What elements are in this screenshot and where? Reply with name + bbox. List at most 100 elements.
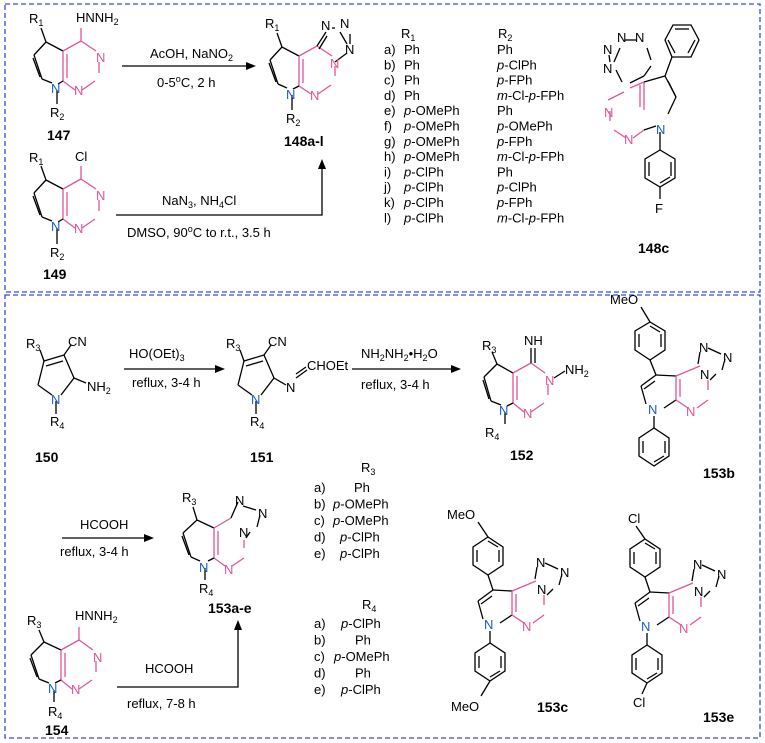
- r4-label-153: R4: [199, 581, 213, 598]
- table-cell-r1: p-OMePh: [403, 149, 460, 164]
- n-atom: N: [499, 403, 508, 418]
- compound-label-147: 147: [47, 127, 71, 143]
- compound-label-153c: 153c: [537, 699, 568, 715]
- compound-label-148c: 148c: [638, 240, 669, 256]
- arrow-149-to-148: [116, 159, 326, 216]
- cn-label-151: CN: [268, 334, 287, 349]
- cl-label-153e-top: Cl: [628, 511, 640, 526]
- table-cell-r2: Ph: [497, 164, 513, 179]
- n-atom: N: [603, 42, 612, 57]
- compound-153-structure: R3 N N N N N R4: [181, 490, 267, 598]
- arrow-154-to-153: [117, 620, 242, 688]
- n-atom: N: [484, 617, 493, 632]
- cl-label-153e-bottom: Cl: [633, 695, 645, 710]
- r3-label-154: R3: [27, 613, 41, 630]
- compound-label-153e: 153e: [703, 709, 734, 725]
- substituent-hnnh2-154: HNNH2: [75, 608, 118, 625]
- table-cell-r2: m-Cl-p-FPh: [497, 210, 564, 225]
- n-atom: N: [603, 61, 612, 76]
- compound-label-153b: 153b: [703, 465, 735, 481]
- table-row-letter: a): [314, 480, 326, 495]
- substituent-hnnh2-147: HNNH2: [76, 10, 119, 27]
- table-cell-r1: Ph: [404, 73, 420, 88]
- table-cell-r1: p-OMePh: [403, 103, 460, 118]
- condition-147-line1: AcOH, NaNO2: [150, 46, 233, 63]
- n-atom: N: [536, 555, 545, 570]
- compound-label-154: 154: [45, 722, 69, 738]
- compound-148-structure: R1 N N N N N N R2: [265, 16, 354, 128]
- cn-label-150: CN: [68, 334, 87, 349]
- compound-149-structure: R1 Cl N N N R2: [29, 149, 105, 262]
- table-cell-r1: p-ClPh: [403, 195, 444, 210]
- n-atom: N: [522, 619, 531, 634]
- table-cell-r3: Ph: [354, 480, 370, 495]
- table-cell-r2: Ph: [497, 42, 513, 57]
- r3-label-150: R3: [26, 336, 40, 353]
- table-header-r2: R2: [498, 26, 512, 43]
- table-cell-r4: p-OMePh: [333, 649, 390, 664]
- table-cell-r2: m-Cl-p-FPh: [497, 149, 564, 164]
- compound-150-structure: R3 CN NH2 N R4: [26, 334, 111, 431]
- table-row-letter: a): [314, 616, 326, 631]
- n-atom: N: [48, 681, 57, 696]
- bottom-panel-frame: [4, 294, 761, 739]
- table-row-letter: d): [314, 666, 326, 681]
- compound-153c-structure: MeO N N N N N MeO: [447, 507, 569, 714]
- compound-148c-structure: N N N N N N N F: [603, 24, 700, 216]
- condition-150-line1: HO(OEt)3: [129, 346, 185, 363]
- n-atom: N: [93, 650, 102, 665]
- table-row-letter: c): [314, 649, 325, 664]
- arrow-151-to-152: [352, 365, 461, 373]
- n-atom: N: [286, 87, 295, 102]
- condition-147-line2: 0-5oC, 2 h: [157, 74, 216, 90]
- compound-label-151: 151: [250, 449, 274, 465]
- r4-label-152: R4: [485, 425, 499, 442]
- table-cell-r1: p-ClPh: [403, 180, 444, 195]
- table-cell-r2: Ph: [497, 103, 513, 118]
- condition-151-line1: NH2NH2•H2O: [361, 346, 438, 363]
- table-cell-r2: p-FPh: [496, 73, 532, 88]
- condition-154-line1: HCOOH: [145, 661, 193, 676]
- condition-151-line2: reflux, 3-4 h: [361, 377, 430, 392]
- top-panel-frame: [4, 3, 761, 293]
- table-header-r3: R3: [361, 460, 375, 477]
- r4-label-150: R4: [50, 414, 64, 431]
- n-atom: N: [560, 565, 569, 580]
- table-cell-r2: p-ClPh: [496, 180, 537, 195]
- compound-153e-structure: Cl N N N N N Cl: [628, 511, 726, 710]
- substituent-f-148c: F: [655, 201, 663, 216]
- arrow-150-to-151: [124, 365, 225, 373]
- n-atom: N: [74, 221, 83, 236]
- r2-label-148: R2: [286, 111, 300, 128]
- condition-149-line1: NaN3, NH4Cl: [162, 193, 236, 210]
- substituent-cl-149: Cl: [75, 149, 87, 164]
- n-atom: N: [239, 525, 248, 540]
- table-row-letter: c): [384, 73, 395, 88]
- condition-154-line2: reflux, 7-8 h: [127, 696, 196, 711]
- n-atom: N: [51, 81, 60, 96]
- table-cell-r3: p-ClPh: [339, 546, 380, 561]
- n-atom: N: [251, 392, 260, 407]
- n-atom: N: [523, 406, 532, 421]
- table-cell-r4: Ph: [355, 666, 371, 681]
- table-row-letter: e): [314, 682, 326, 697]
- n-atom: N: [537, 582, 546, 597]
- nh2-label-152: NH2: [565, 362, 589, 379]
- table-cell-r2: p-FPh: [496, 134, 532, 149]
- n-atom: N: [679, 621, 688, 636]
- r4-label-154: R4: [48, 704, 62, 721]
- r3-label-153: R3: [182, 490, 196, 507]
- compound-label-149: 149: [43, 266, 67, 282]
- n-atom: N: [723, 350, 732, 365]
- imine-label: NH: [524, 333, 543, 348]
- table-row-letter: d): [314, 530, 326, 545]
- condition-152-line1: HCOOH: [80, 517, 128, 532]
- table-row-letter: g): [384, 134, 396, 149]
- compound-label-152: 152: [510, 447, 534, 463]
- table-cell-r1: Ph: [404, 42, 420, 57]
- n-atom: N: [74, 83, 83, 98]
- table-row-letter: e): [384, 103, 396, 118]
- n-atom: N: [71, 682, 80, 697]
- arrow-152-to-153: [62, 534, 154, 542]
- n-atom: N: [345, 42, 354, 57]
